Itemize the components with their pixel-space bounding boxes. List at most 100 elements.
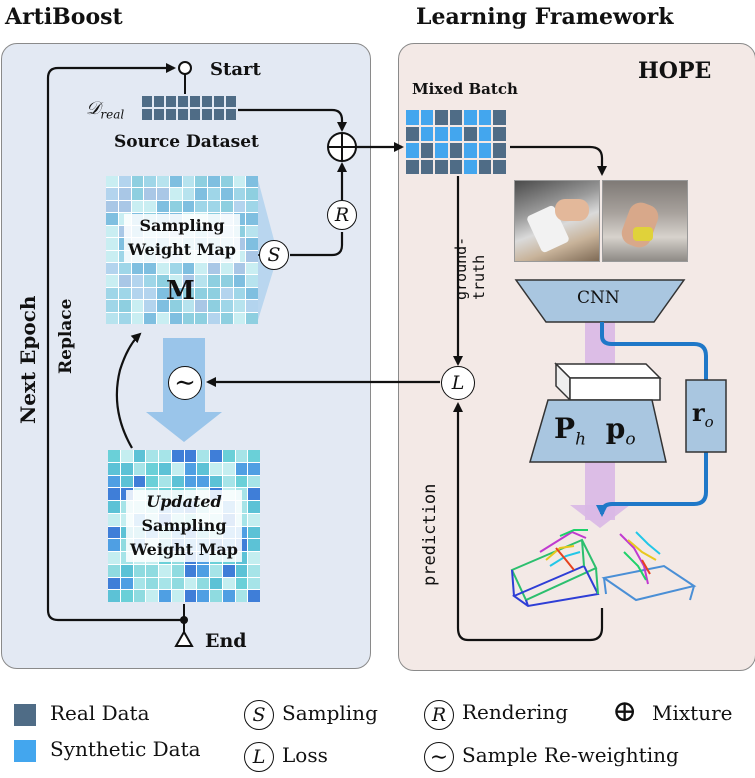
weight-map-cell xyxy=(182,188,195,200)
legend-sampling: Sampling xyxy=(282,701,378,725)
hand-object-pose-right xyxy=(601,531,697,602)
weight-map-cell xyxy=(235,450,248,462)
legend-rendering-icon: R xyxy=(424,700,454,730)
weight-map-cell xyxy=(195,312,207,324)
weight-map-cell xyxy=(106,225,118,238)
weight-map-cell xyxy=(248,590,260,602)
weight-map-cell xyxy=(220,275,233,287)
hand-object-pose-left xyxy=(510,529,600,608)
learning-framework-title: Learning Framework xyxy=(416,4,674,30)
weight-map-cell xyxy=(169,312,182,324)
weight-map-cell xyxy=(171,475,184,488)
updated-sampling-weight-map xyxy=(108,450,260,602)
rendering-node: R xyxy=(327,200,357,230)
source-dataset-grid xyxy=(142,96,236,120)
weight-map-cell xyxy=(146,564,158,577)
weight-map-cell xyxy=(106,176,118,188)
weight-map-cell xyxy=(210,450,222,462)
mixed-batch-label: Mixed Batch xyxy=(412,80,518,98)
weight-map-cell xyxy=(169,200,182,213)
source-dataset-cell xyxy=(178,96,188,107)
weight-map-cell xyxy=(248,564,260,577)
mixed-batch-cell xyxy=(449,110,463,125)
mixed-batch-cell xyxy=(464,110,477,125)
weight-map-cell xyxy=(182,300,195,312)
weight-map-cell xyxy=(195,275,207,287)
weight-map-cell xyxy=(248,526,260,539)
weight-map-cell xyxy=(106,312,118,324)
weight-map-cell xyxy=(246,188,258,200)
weight-map-cell xyxy=(131,287,144,300)
weight-map-cell xyxy=(210,590,222,602)
source-dataset-cell xyxy=(190,96,200,107)
weight-map-cell xyxy=(220,287,233,300)
weight-map-cell xyxy=(106,238,118,250)
end-node xyxy=(174,629,194,647)
weight-map-cell xyxy=(184,462,197,475)
replace-label: Replace xyxy=(56,298,76,374)
weight-map-cell xyxy=(120,577,133,590)
weight-map-cell xyxy=(233,300,246,312)
weight-map-cell xyxy=(118,188,131,200)
weight-map-cell xyxy=(182,275,195,287)
source-dataset-label: Source Dataset xyxy=(114,132,259,152)
weight-map-cell xyxy=(208,200,220,213)
weight-map-cell xyxy=(210,462,222,475)
sampling-map-symbol: M xyxy=(166,276,195,306)
source-dataset-cell xyxy=(142,109,152,120)
end-label: End xyxy=(205,630,247,652)
weight-map-cell xyxy=(222,564,235,577)
source-dataset-cell xyxy=(214,96,224,107)
weight-map-cell xyxy=(118,275,131,287)
weight-map-cell xyxy=(133,564,146,577)
mixed-batch-cell xyxy=(478,159,492,174)
mixed-batch-cell xyxy=(435,126,448,141)
legend-loss-icon: L xyxy=(244,742,274,772)
weight-map-cell xyxy=(159,577,171,590)
weight-map-cell xyxy=(233,287,246,300)
weight-map-cell xyxy=(108,450,120,462)
weight-map-cell xyxy=(144,176,156,188)
weight-map-cell xyxy=(222,450,235,462)
source-dataset-cell xyxy=(226,96,236,107)
weight-map-cell xyxy=(146,590,158,602)
weight-map-cell xyxy=(118,300,131,312)
weight-map-cell xyxy=(131,262,144,275)
weight-map-cell xyxy=(144,312,156,324)
source-dataset-cell xyxy=(178,109,188,120)
weight-map-cell xyxy=(106,213,118,225)
weight-map-cell xyxy=(118,312,131,324)
weight-map-cell xyxy=(169,176,182,188)
mixed-batch-cell xyxy=(435,143,448,158)
weight-map-cell xyxy=(144,287,156,300)
weight-map-cell xyxy=(182,176,195,188)
source-dataset-cell xyxy=(154,96,164,107)
d-real-label: 𝒟real xyxy=(86,98,125,122)
weight-map-cell xyxy=(120,462,133,475)
mixed-batch-cell xyxy=(493,110,506,125)
weight-map-cell xyxy=(146,462,158,475)
weight-map-cell xyxy=(220,176,233,188)
weight-map-cell xyxy=(108,564,120,577)
weight-map-cell xyxy=(246,300,258,312)
hand-object-photo-1 xyxy=(514,180,600,262)
head-block xyxy=(529,399,667,463)
weight-map-cell xyxy=(210,577,222,590)
ground-truth-label: ground- truth xyxy=(452,236,488,300)
source-dataset-cell xyxy=(202,96,212,107)
weight-map-cell xyxy=(131,300,144,312)
weight-map-cell xyxy=(235,475,248,488)
mixed-batch-cell xyxy=(435,159,448,174)
weight-map-cell xyxy=(108,590,120,602)
weight-map-cell xyxy=(195,300,207,312)
weight-map-cell xyxy=(248,577,260,590)
weight-map-cell xyxy=(184,564,197,577)
weight-map-cell xyxy=(144,188,156,200)
weight-map-cell xyxy=(106,287,118,300)
next-epoch-loop xyxy=(46,63,182,622)
weight-map-cell xyxy=(157,188,169,200)
weight-map-cell xyxy=(146,577,158,590)
legend-real-data: Real Data xyxy=(50,701,150,725)
mixed-batch-cell xyxy=(464,126,477,141)
weight-map-cell xyxy=(246,238,258,250)
